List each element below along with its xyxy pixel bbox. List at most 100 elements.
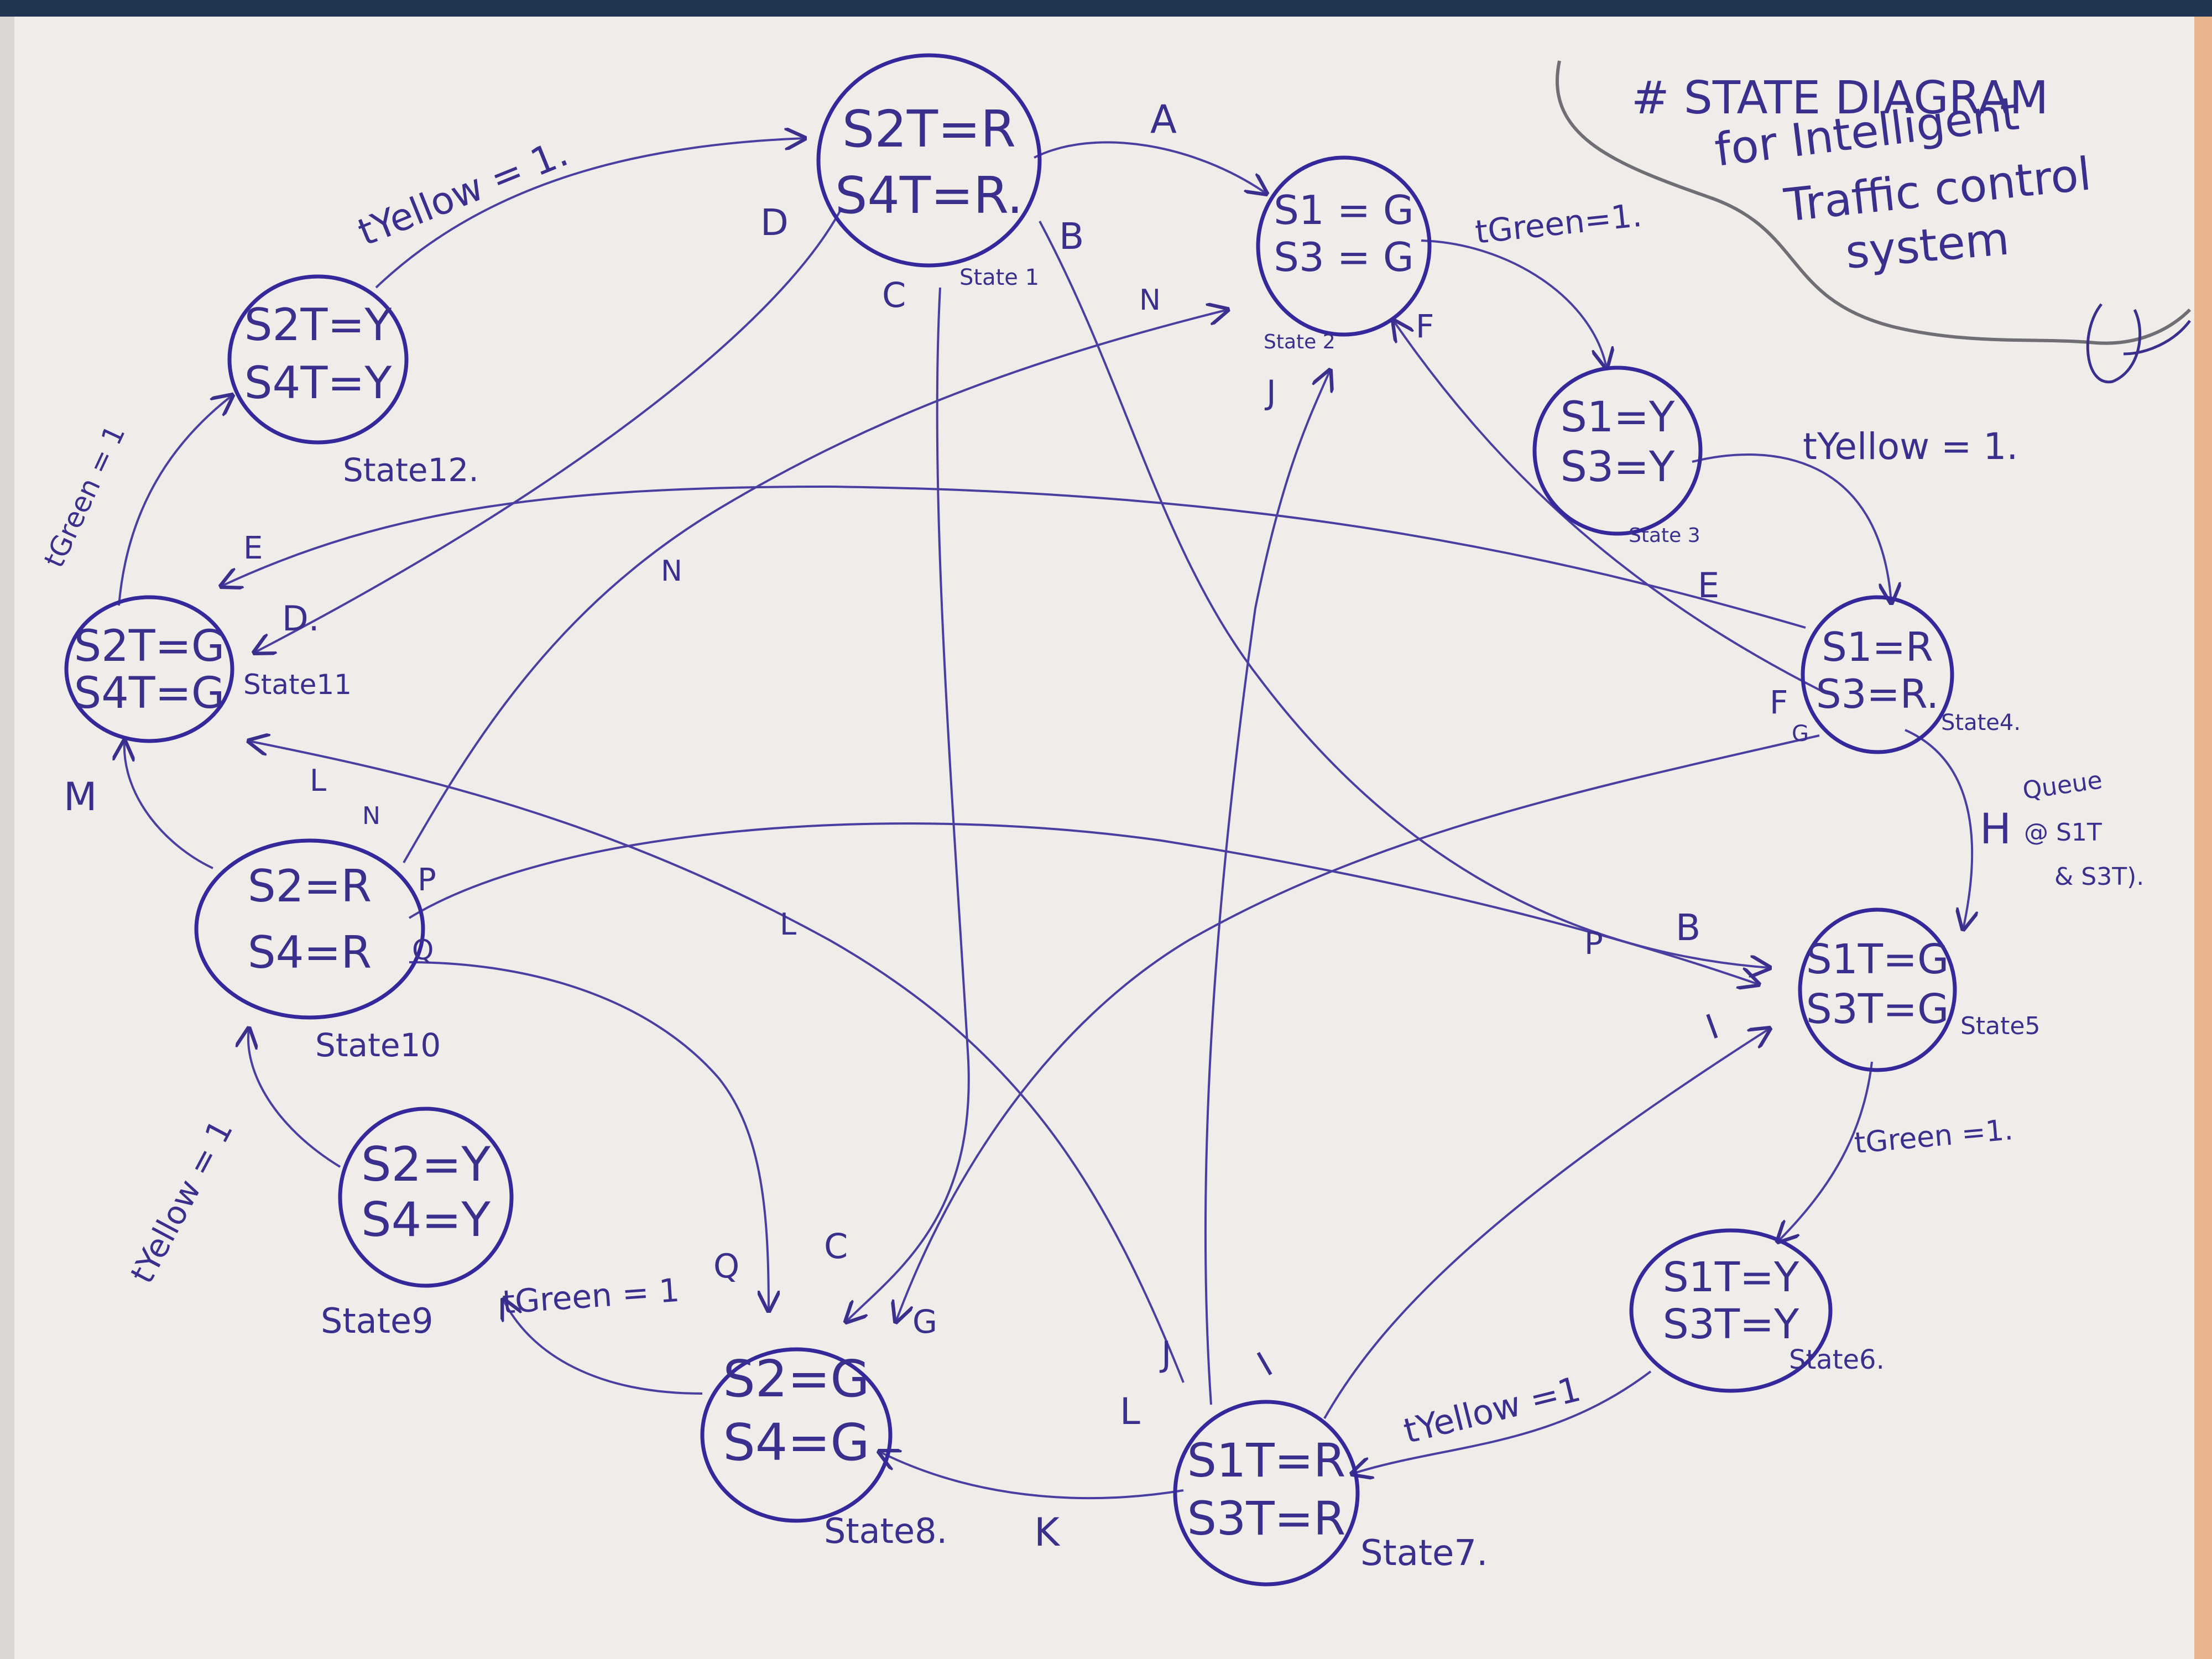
- state-10-line-2: S4=R: [248, 927, 372, 978]
- state-1-line-2: S4T=R.: [835, 166, 1023, 225]
- state-3-line-1: S1=Y: [1561, 392, 1675, 441]
- edge-s12-s1: [375, 138, 805, 289]
- state-5: S1T=G S3T=G State5: [1798, 907, 2040, 1072]
- state-11-line-2: S4T=G: [74, 669, 225, 718]
- diagram-title: # STATE DIAGRAM for Intelligent Traffic …: [1631, 72, 2094, 279]
- edge-label-d-1: D: [760, 201, 789, 244]
- edge-label-t3-4: tYellow = 1.: [1803, 425, 2018, 468]
- edge-s10-s11: [124, 741, 213, 869]
- edge-label-b-1: B: [1059, 215, 1084, 258]
- state-2-label: State 2: [1264, 331, 1335, 353]
- state-11: S2T=G S4T=G State11: [64, 595, 352, 743]
- edge-label-q-2: Q: [713, 1247, 739, 1286]
- edge-s7-s2-J: [1204, 371, 1330, 1405]
- state-2: S1 = G S3 = G State 2: [1256, 155, 1432, 353]
- edge-label-n-2: N: [661, 555, 682, 588]
- edge-label-a: A: [1150, 97, 1177, 142]
- edge-s6-s7: [1352, 1370, 1652, 1474]
- state-12: S2T=Y S4T=Y State12.: [227, 274, 479, 489]
- edges: [118, 138, 1972, 1500]
- edge-label-g-2: G: [1792, 721, 1809, 747]
- title-pencil-bracket: [1555, 60, 2192, 345]
- edge-s4-s2-F: [1394, 321, 1823, 692]
- state-11-line-1: S2T=G: [74, 622, 225, 671]
- edge-label-f-1: F: [1416, 307, 1434, 345]
- state-7: S1T=R S3T=R State7.: [1173, 1400, 1488, 1587]
- edge-s9-s10: [248, 1029, 341, 1168]
- edge-s8-s9: [503, 1300, 703, 1395]
- state-3-line-2: S3=Y: [1561, 442, 1675, 491]
- state-7-label: State7.: [1360, 1533, 1488, 1574]
- state-10-line-1: S2=R: [248, 860, 372, 912]
- edge-label-c-1: C: [882, 275, 906, 315]
- state-2-line-1: S1 = G: [1274, 187, 1413, 233]
- edge-label-l-1: L: [310, 763, 326, 798]
- edge-s4-s11-E: [221, 485, 1806, 629]
- state-5-line-1: S1T=G: [1806, 936, 1949, 983]
- state-8-label: State8.: [824, 1511, 947, 1551]
- title-line-1: # STATE DIAGRAM: [1631, 72, 2048, 124]
- edge-label-d-2: D.: [282, 598, 319, 639]
- edge-label-p-1: P: [418, 862, 436, 898]
- edge-s10-s5-P: [408, 822, 1759, 984]
- edge-s11-s12: [118, 395, 232, 606]
- state-1-label: State 1: [959, 265, 1039, 290]
- edge-label-p-2: P: [1584, 926, 1603, 962]
- state-4: S1=R S3=R. State4.: [1801, 595, 2021, 754]
- state-4-line-2: S3=R.: [1816, 671, 1939, 717]
- edge-s3-s4: [1692, 453, 1891, 603]
- edge-s7-s8: [879, 1452, 1184, 1500]
- state-9-line-2: S4=Y: [361, 1192, 491, 1248]
- state-9: S2=Y S4=Y State9: [321, 1107, 514, 1341]
- edge-s1-s5-B: [1039, 221, 1770, 968]
- state-11-label: State11: [243, 669, 352, 701]
- edge-s4-s8-G: [896, 734, 1820, 1322]
- edge-label-j-2: J: [1159, 1334, 1171, 1374]
- state-7-line-2: S3T=R: [1187, 1491, 1346, 1546]
- edge-label-f-2: F: [1770, 684, 1788, 721]
- edge-s1-s11-D: [254, 210, 842, 653]
- edge-label-l-3: L: [1120, 1390, 1140, 1433]
- edge-s7-s5-I: [1323, 1029, 1770, 1419]
- state-1-line-1: S2T=R: [842, 100, 1016, 159]
- state-12-line-2: S4T=Y: [244, 357, 393, 409]
- state-3: S1=Y S3=Y State 3: [1532, 366, 1703, 547]
- edge-label-m: M: [64, 774, 97, 820]
- edge-label-n-3: N: [362, 802, 380, 830]
- edge-label-queue-2: @ S1T: [2024, 818, 2102, 847]
- edge-label-l-2: L: [780, 907, 796, 942]
- edge-label-h: H: [1980, 804, 2011, 853]
- edge-label-j-1: J: [1264, 373, 1276, 412]
- edge-label-e-2: E: [1698, 565, 1719, 606]
- state-8-line-1: S2=G: [723, 1349, 869, 1408]
- state-1: S2T=R S4T=R. State 1: [816, 53, 1042, 290]
- edge-label-e-1: E: [243, 530, 263, 566]
- state-12-label: State12.: [343, 451, 479, 489]
- state-9-label: State9: [321, 1301, 434, 1341]
- state-12-line-1: S2T=Y: [244, 299, 393, 351]
- state-8: S2=G S4=G State8.: [700, 1347, 947, 1551]
- edge-s7-s11-L: [249, 741, 1185, 1383]
- state-9-line-1: S2=Y: [361, 1137, 491, 1192]
- state-4-line-1: S1=R: [1822, 624, 1933, 670]
- state-10-label: State10: [315, 1026, 441, 1064]
- state-8-line-2: S4=G: [723, 1413, 869, 1472]
- edge-s4-s5: [1905, 729, 1972, 929]
- edge-label-q-1: Q: [412, 934, 434, 966]
- edge-label-c-2: C: [824, 1226, 848, 1266]
- state-5-line-2: S3T=G: [1806, 985, 1949, 1033]
- state-5-label: State5: [1960, 1012, 2040, 1040]
- state-4-label: State4.: [1941, 710, 2021, 735]
- edge-s5-s6: [1778, 1061, 1873, 1241]
- state-3-label: State 3: [1629, 524, 1700, 547]
- state-6-line-2: S3T=Y: [1663, 1301, 1799, 1348]
- edge-label-k: K: [1034, 1510, 1061, 1555]
- edge-s2-s3: [1421, 239, 1606, 368]
- state-6-line-1: S1T=Y: [1663, 1254, 1799, 1301]
- paper-top-strip: [0, 0, 2212, 17]
- edge-label-n-1: N: [1139, 284, 1161, 317]
- state-7-line-1: S1T=R: [1187, 1433, 1346, 1488]
- edge-s10-s2-N: [403, 310, 1228, 863]
- edge-s1-s2: [1034, 141, 1266, 194]
